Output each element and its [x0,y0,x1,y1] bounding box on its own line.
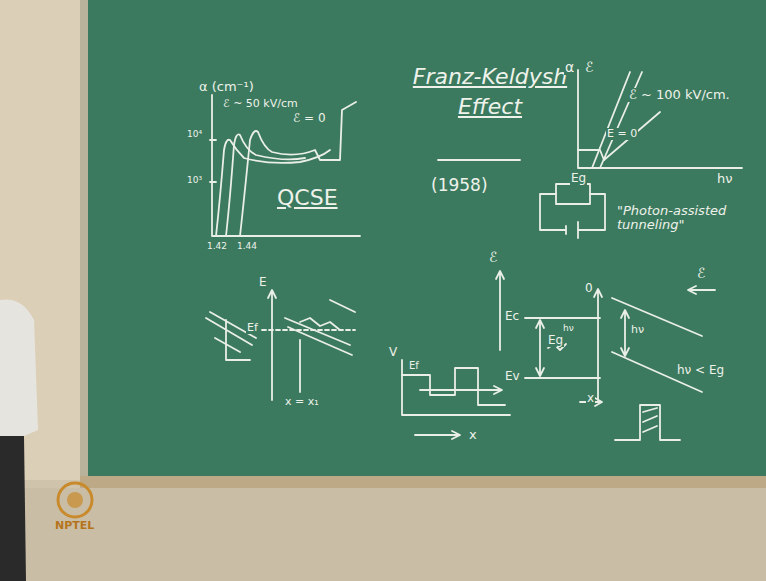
chalk-label: hν < Eg [676,364,725,377]
chalk-label: x [586,392,595,405]
chalk-label: hν [630,324,645,336]
chalk-label: Ef [246,322,259,334]
chalk-label: ℰ ~ 50 kV/cm [222,98,299,110]
chalk-label: 1.44 [236,242,258,252]
chalk-label: hν [716,172,734,186]
chalk-label: Ef [408,360,420,371]
chalk-label: 0 [584,282,594,295]
chalk-label: x = x₁ [284,396,320,408]
chalk-label: "Photon-assisted tunneling" [616,204,730,233]
chalk-label: Ec [504,310,520,323]
chalk-label: ℰ [584,60,594,75]
chalk-label: ℰ [696,266,706,281]
chalk-label: 10⁴ [186,130,203,140]
chalk-label: NPTEL [54,520,95,532]
chalk-label: α (cm⁻¹) [198,80,255,94]
chalk-label: hν [562,324,575,334]
chalk-label: 1.42 [206,242,228,252]
chalk-label: Eg [570,172,587,185]
chalk-label: ℰ = 0 [292,112,327,125]
heading-text: Franz-Keldysh Effect [400,62,580,121]
chalk-label: (1958) [430,176,489,195]
chalk-label: E = 0 [606,128,638,140]
chalk-label: E [258,276,268,289]
chalk-label: x [468,428,478,442]
chalk-label: ℰ ~ 100 kV/cm. [628,88,731,102]
chalk-label: QCSE [276,186,339,210]
chalk-label: α [564,60,575,75]
chalk-label: Ev [504,370,521,383]
chalk-label: ℰ [488,250,498,265]
chalk-label: 10³ [186,176,203,186]
chalk-label: V [388,346,398,359]
chalk-label: Eg [547,334,564,347]
